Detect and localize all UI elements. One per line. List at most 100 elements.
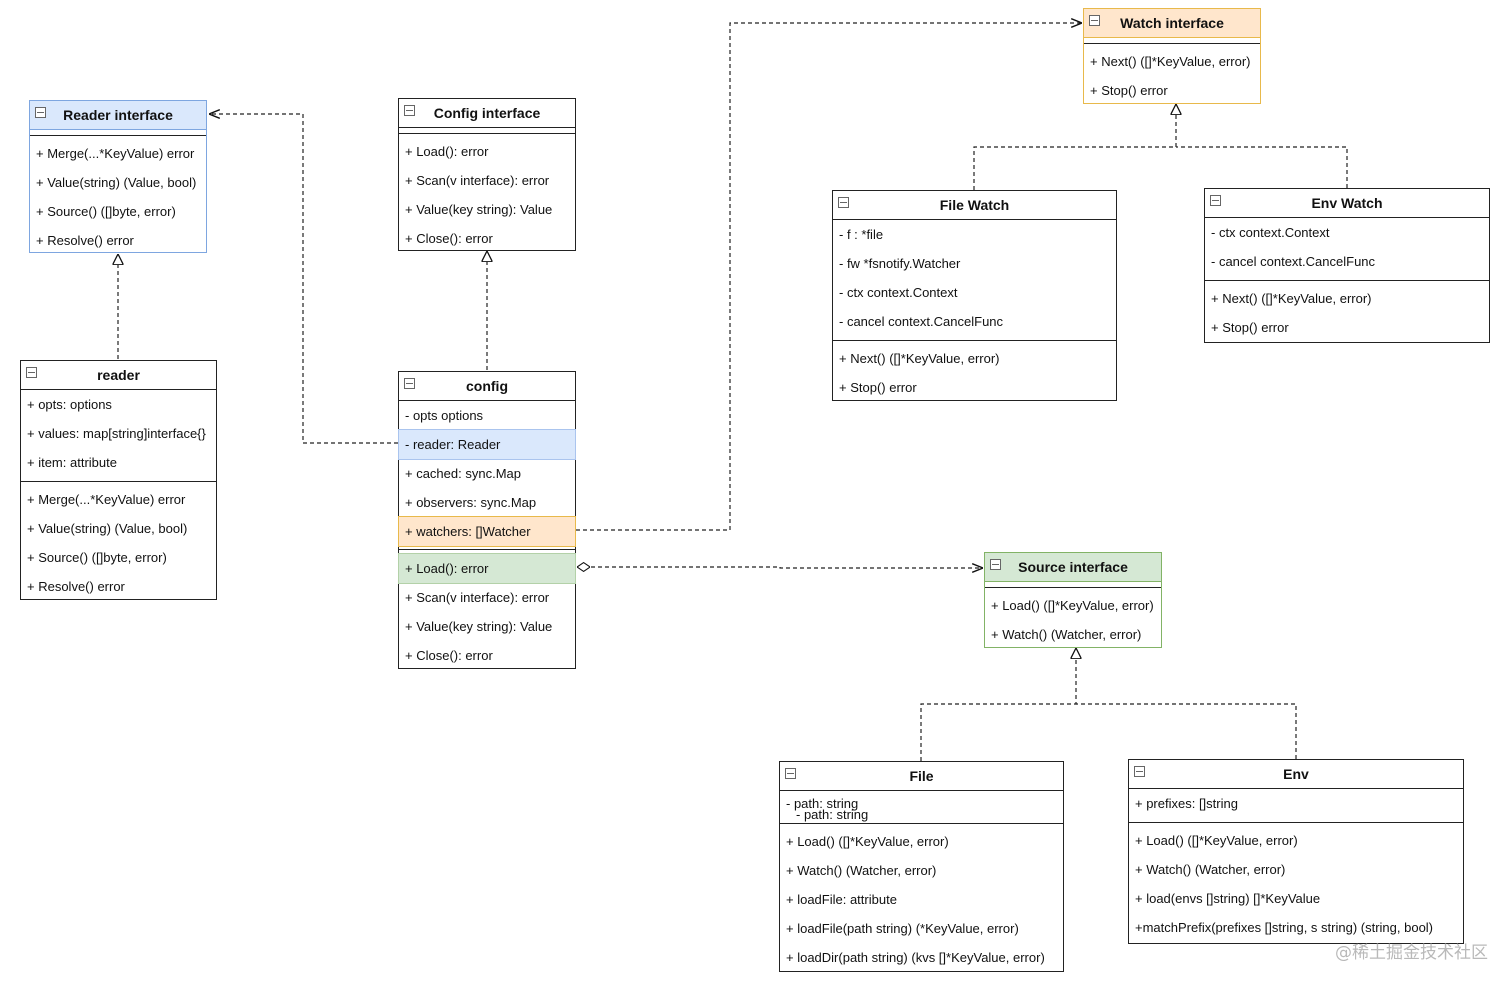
- config-class-box[interactable]: config - opts options - reader: Reader +…: [398, 371, 576, 669]
- class-title: Config interface: [433, 105, 541, 121]
- method-row: + Load() ([]*KeyValue, error): [786, 834, 949, 849]
- env-watch-header[interactable]: Env Watch: [1205, 189, 1489, 218]
- collapse-icon[interactable]: [990, 559, 1001, 570]
- collapse-icon[interactable]: [1089, 15, 1100, 26]
- env-header[interactable]: Env: [1129, 760, 1463, 789]
- method-row: + Watch() (Watcher, error): [1135, 862, 1286, 877]
- config-interface-header[interactable]: Config interface: [399, 99, 575, 128]
- method-row: + Load() ([]*KeyValue, error): [1135, 833, 1298, 848]
- field-row: + opts: options: [27, 397, 112, 412]
- divider: [30, 135, 206, 136]
- config-header[interactable]: config: [399, 372, 575, 401]
- field-row-watchers[interactable]: + watchers: []Watcher: [398, 516, 576, 547]
- collapse-icon[interactable]: [35, 107, 46, 118]
- reader-header[interactable]: reader: [21, 361, 216, 390]
- methods-section: + Load() ([]*KeyValue, error) + Watch() …: [780, 823, 1063, 975]
- class-title: config: [466, 378, 508, 394]
- methods-section: + Merge(...*KeyValue) error + Value(stri…: [30, 136, 206, 258]
- methods-section: + Next() ([]*KeyValue, error) + Stop() e…: [1205, 280, 1489, 345]
- realization-env-watch-to-watch-interface: [1176, 146, 1348, 188]
- method-row: + loadDir(path string) (kvs []*KeyValue,…: [786, 950, 1045, 965]
- class-title: reader: [97, 367, 140, 383]
- method-row: + Load() ([]*KeyValue, error): [991, 598, 1154, 613]
- method-row: + Load(): error: [405, 144, 489, 159]
- method-row: + Close(): error: [405, 648, 493, 663]
- methods-section: + Next() ([]*KeyValue, error) + Stop() e…: [833, 340, 1116, 405]
- method-row: + Source() ([]byte, error): [36, 204, 176, 219]
- field-row: - ctx context.Context: [1211, 225, 1330, 240]
- aggregation-config-load-to-source-interface: [577, 567, 983, 568]
- methods-section: + Load() ([]*KeyValue, error) + Watch() …: [1129, 822, 1463, 945]
- reader-class-box[interactable]: reader + opts: options + values: map[str…: [20, 360, 217, 600]
- divider: [985, 587, 1161, 588]
- collapse-icon[interactable]: [404, 105, 415, 116]
- file-header[interactable]: File: [780, 762, 1063, 791]
- method-row: + Resolve() error: [27, 579, 125, 594]
- collapse-icon[interactable]: [26, 367, 37, 378]
- class-title: Env Watch: [1311, 195, 1383, 211]
- field-row: + prefixes: []string: [1135, 796, 1238, 811]
- file-class-box[interactable]: File - path: string - path: string + Loa…: [779, 761, 1064, 972]
- realization-env-to-source-interface: [1076, 703, 1297, 759]
- method-row: + Value(key string): Value: [405, 619, 553, 634]
- source-interface-box[interactable]: Source interface + Load() ([]*KeyValue, …: [984, 552, 1162, 648]
- field-row-reader[interactable]: - reader: Reader: [398, 429, 576, 460]
- file-watch-box[interactable]: File Watch - f : *file - fw *fsnotify.Wa…: [832, 190, 1117, 401]
- class-title: Env: [1283, 766, 1309, 782]
- field-row: - path: string: [786, 796, 859, 811]
- methods-section: + Load(): error + Scan(v interface): err…: [398, 549, 576, 673]
- class-title: File Watch: [939, 197, 1010, 213]
- collapse-icon[interactable]: [1210, 195, 1221, 206]
- fields-section: + opts: options + values: map[string]int…: [21, 390, 216, 481]
- field-row: - path: string: [796, 807, 869, 822]
- method-row: + Watch() (Watcher, error): [786, 863, 937, 878]
- field-row: + item: attribute: [27, 455, 117, 470]
- method-row: + Stop() error: [1090, 83, 1168, 98]
- field-row: - ctx context.Context: [839, 285, 958, 300]
- collapse-icon[interactable]: [1134, 766, 1145, 777]
- field-row: - cancel context.CancelFunc: [1211, 254, 1376, 269]
- watch-interface-header[interactable]: Watch interface: [1084, 9, 1260, 38]
- realization-file-to-source-interface: [920, 648, 1076, 761]
- reader-interface-box[interactable]: Reader interface + Merge(...*KeyValue) e…: [29, 100, 207, 253]
- method-row: + Value(string) (Value, bool): [36, 175, 197, 190]
- fields-section: - ctx context.Context - cancel context.C…: [1205, 218, 1489, 280]
- method-row: + Watch() (Watcher, error): [991, 627, 1142, 642]
- method-row: + Value(key string): Value: [405, 202, 553, 217]
- method-row: + Merge(...*KeyValue) error: [27, 492, 186, 507]
- method-row: + Stop() error: [1211, 320, 1289, 335]
- divider: [1084, 43, 1260, 44]
- method-row-load[interactable]: + Load(): error: [398, 553, 576, 584]
- watermark: @稀土掘金技术社区: [1335, 943, 1488, 963]
- fields-section: - opts options - reader: Reader + cached…: [398, 401, 576, 549]
- realization-file-watch-to-watch-interface: [973, 104, 1176, 190]
- method-row: + Scan(v interface): error: [405, 590, 550, 605]
- watch-interface-box[interactable]: Watch interface + Next() ([]*KeyValue, e…: [1083, 8, 1261, 104]
- method-row: + Next() ([]*KeyValue, error): [1211, 291, 1372, 306]
- method-row: + Scan(v interface): error: [405, 173, 550, 188]
- field-row: - f : *file: [839, 227, 884, 242]
- method-row: + loadFile(path string) (*KeyValue, erro…: [786, 921, 1019, 936]
- field-row: + values: map[string]interface{}: [27, 426, 206, 441]
- association-config-reader-to-reader-interface: [209, 114, 398, 444]
- collapse-icon[interactable]: [785, 768, 796, 779]
- env-class-box[interactable]: Env + prefixes: []string + Load() ([]*Ke…: [1128, 759, 1464, 944]
- env-watch-box[interactable]: Env Watch - ctx context.Context - cancel…: [1204, 188, 1490, 343]
- field-row: - cancel context.CancelFunc: [839, 314, 1004, 329]
- config-interface-box[interactable]: Config interface + Load(): error + Scan(…: [398, 98, 576, 251]
- method-row: + Value(string) (Value, bool): [27, 521, 188, 536]
- field-row: + observers: sync.Map: [405, 495, 537, 510]
- fields-section: - path: string - path: string: [780, 791, 1063, 823]
- method-row: + Resolve() error: [36, 233, 134, 248]
- field-row: - fw *fsnotify.Watcher: [839, 256, 961, 271]
- class-title: Source interface: [1018, 559, 1128, 575]
- reader-interface-header[interactable]: Reader interface: [30, 101, 206, 130]
- methods-section: + Load(): error + Scan(v interface): err…: [399, 134, 575, 256]
- collapse-icon[interactable]: [404, 378, 415, 389]
- collapse-icon[interactable]: [838, 197, 849, 208]
- source-interface-header[interactable]: Source interface: [985, 553, 1161, 582]
- methods-section: + Merge(...*KeyValue) error + Value(stri…: [21, 481, 216, 604]
- methods-section: + Next() ([]*KeyValue, error) + Stop() e…: [1084, 44, 1260, 108]
- file-watch-header[interactable]: File Watch: [833, 191, 1116, 220]
